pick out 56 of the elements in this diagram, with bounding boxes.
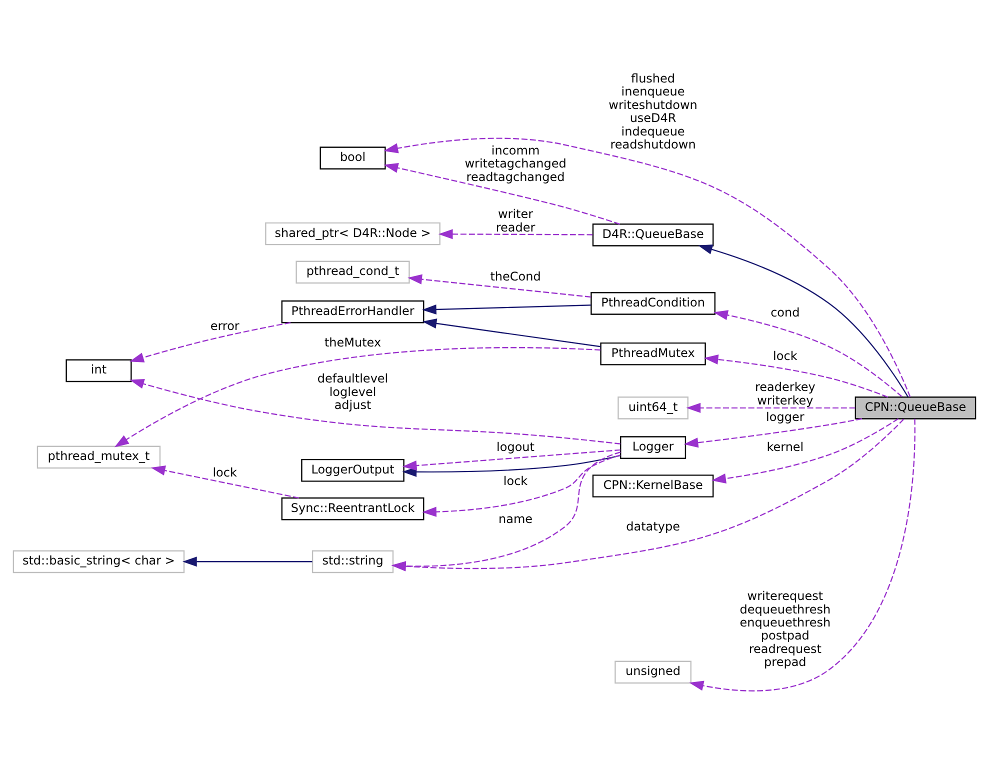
arrow [384,162,620,224]
edge-label: theMutex [324,335,382,350]
arrow [130,378,620,444]
node-box: pthread_mutex_t [36,445,161,468]
edge-label: logout [496,440,534,454]
edge-label: kernel [766,440,804,454]
node-box: PthreadCondition [590,292,716,314]
edge-label: writerequest dequeuethresh enqueuethresh postpad readrequest prepad [740,588,831,669]
arrow [422,454,621,516]
arrow [150,465,299,498]
edge-label: cond [770,305,800,320]
arrow [686,402,856,412]
arrow [114,346,601,447]
node-box: uint64_t [618,396,688,419]
node-box: Logger [620,436,686,458]
node-box: shared_ptr< D4R::Node > [265,222,440,245]
edge-label: lock [773,348,798,362]
arrow [384,137,911,397]
node-box: CPN::QueueBase [854,396,976,419]
arrow [422,304,591,314]
arrow [712,418,899,484]
node-box: D4R::QueueBase [592,223,714,246]
arrow [698,244,908,397]
arrow [422,318,601,347]
arrow [684,418,862,448]
arrow [402,448,621,470]
node-box: int [66,358,132,382]
node-box: PthreadMutex [600,342,706,365]
edge-label: incomm writetagchanged readtagchanged [464,142,566,184]
node-box: pthread_cond_t [296,260,410,284]
node-box: CPN::KernelBase [592,474,714,497]
edge-label: lock [212,464,237,479]
node-box: LoggerOutput [301,458,404,482]
edge-label: writer reader [496,206,536,234]
edge-label: theCond [490,269,541,284]
node-box: std::basic_string< char > [12,550,185,573]
edge-label: error [210,318,240,332]
edge-label: flushed inenqueue writeshutdown useD4R indequeue readshutdown [608,70,698,151]
arrow [129,322,291,362]
edge-label: lock [503,473,528,488]
node-box: PthreadErrorHandler [281,300,424,323]
node-box: std::string [312,550,394,573]
node-box: unsigned [614,660,692,684]
arrow [689,418,916,691]
arrow [713,310,902,397]
arrow [408,274,591,298]
node-box: bool [320,146,386,169]
arrow [438,228,593,239]
edge-label: logger [766,410,804,424]
edge-label: datatype [626,518,680,533]
arrow [704,354,888,398]
edge-label: readerkey writerkey [754,380,816,407]
edge-label: defaultlevel loglevel adjust [317,371,388,412]
arrow [182,556,312,566]
node-box: Sync::ReentrantLock [281,496,424,520]
edge-label: name [498,512,533,526]
